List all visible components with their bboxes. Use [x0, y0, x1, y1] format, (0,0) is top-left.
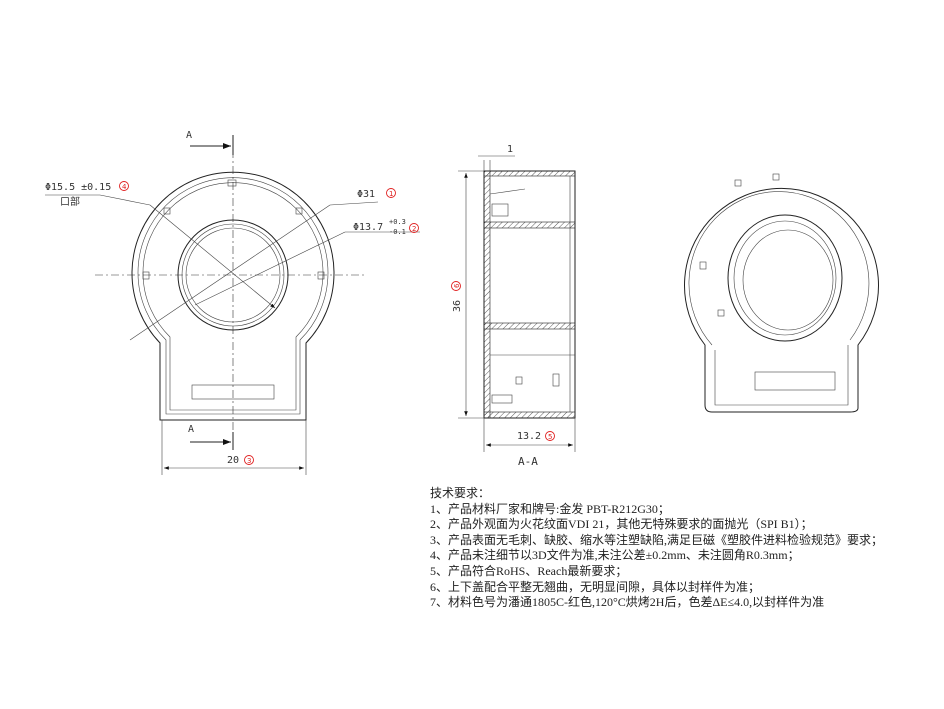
section-view: 36 6 1 13.2 5 A-A: [451, 144, 576, 468]
front-view: A A Φ15.5 ±0.15 4 口部 Φ31 1 Φ13.7 +0.3 -0…: [45, 130, 420, 475]
section-title: A-A: [518, 455, 538, 468]
dim-depth: 13.2: [517, 431, 541, 442]
dim-inner-tol-upper: +0.3: [389, 218, 406, 226]
dim-wall: 1: [507, 144, 513, 155]
isometric-view: [684, 173, 879, 413]
note-item: 3、产品表面无毛刺、缺胶、缩水等注塑缺陷,满足巨磁《塑胶件进料检验规范》要求；: [430, 532, 884, 547]
callout-6: 6: [453, 283, 461, 288]
callout-3: 3: [247, 457, 251, 465]
dim-inner: Φ13.7: [353, 222, 383, 233]
section-marker-top: A: [186, 130, 192, 141]
note-item: 2、产品外观面为火花纹面VDI 21，其他无特殊要求的面抛光（SPI B1）；: [430, 517, 813, 532]
dim-outer: Φ31: [357, 189, 375, 200]
callout-1: 1: [389, 190, 393, 198]
technical-requirements: 技术要求： 1、产品材料厂家和牌号:金发 PBT-R212G30； 2、产品外观…: [430, 486, 883, 611]
note-item: 1、产品材料厂家和牌号:金发 PBT-R212G30；: [430, 501, 670, 516]
dim-mouth-note: 口部: [60, 195, 80, 208]
note-item: 4、产品未注细节以3D文件为准,未注公差±0.2mm、未注圆角R0.3mm；: [430, 548, 800, 563]
callout-2: 2: [412, 225, 416, 233]
callout-4: 4: [122, 183, 127, 191]
dim-width: 20: [227, 455, 239, 466]
section-marker-bottom: A: [188, 424, 194, 435]
dim-height: 36: [452, 300, 463, 312]
notes-heading: 技术要求：: [430, 486, 491, 500]
note-item: 7、材料色号为潘通1805C-红色,120°C烘烤2H后，色差ΔE≤4.0,以封…: [430, 595, 825, 610]
dim-mouth: Φ15.5 ±0.15: [45, 182, 111, 193]
note-item: 6、上下盖配合平整无翘曲，无明显间隙，具体以封样件为准；: [430, 579, 761, 594]
dim-inner-tol-lower: -0.1: [389, 228, 406, 236]
callout-5: 5: [548, 433, 552, 441]
note-item: 5、产品符合RoHS、Reach最新要求；: [430, 563, 628, 578]
